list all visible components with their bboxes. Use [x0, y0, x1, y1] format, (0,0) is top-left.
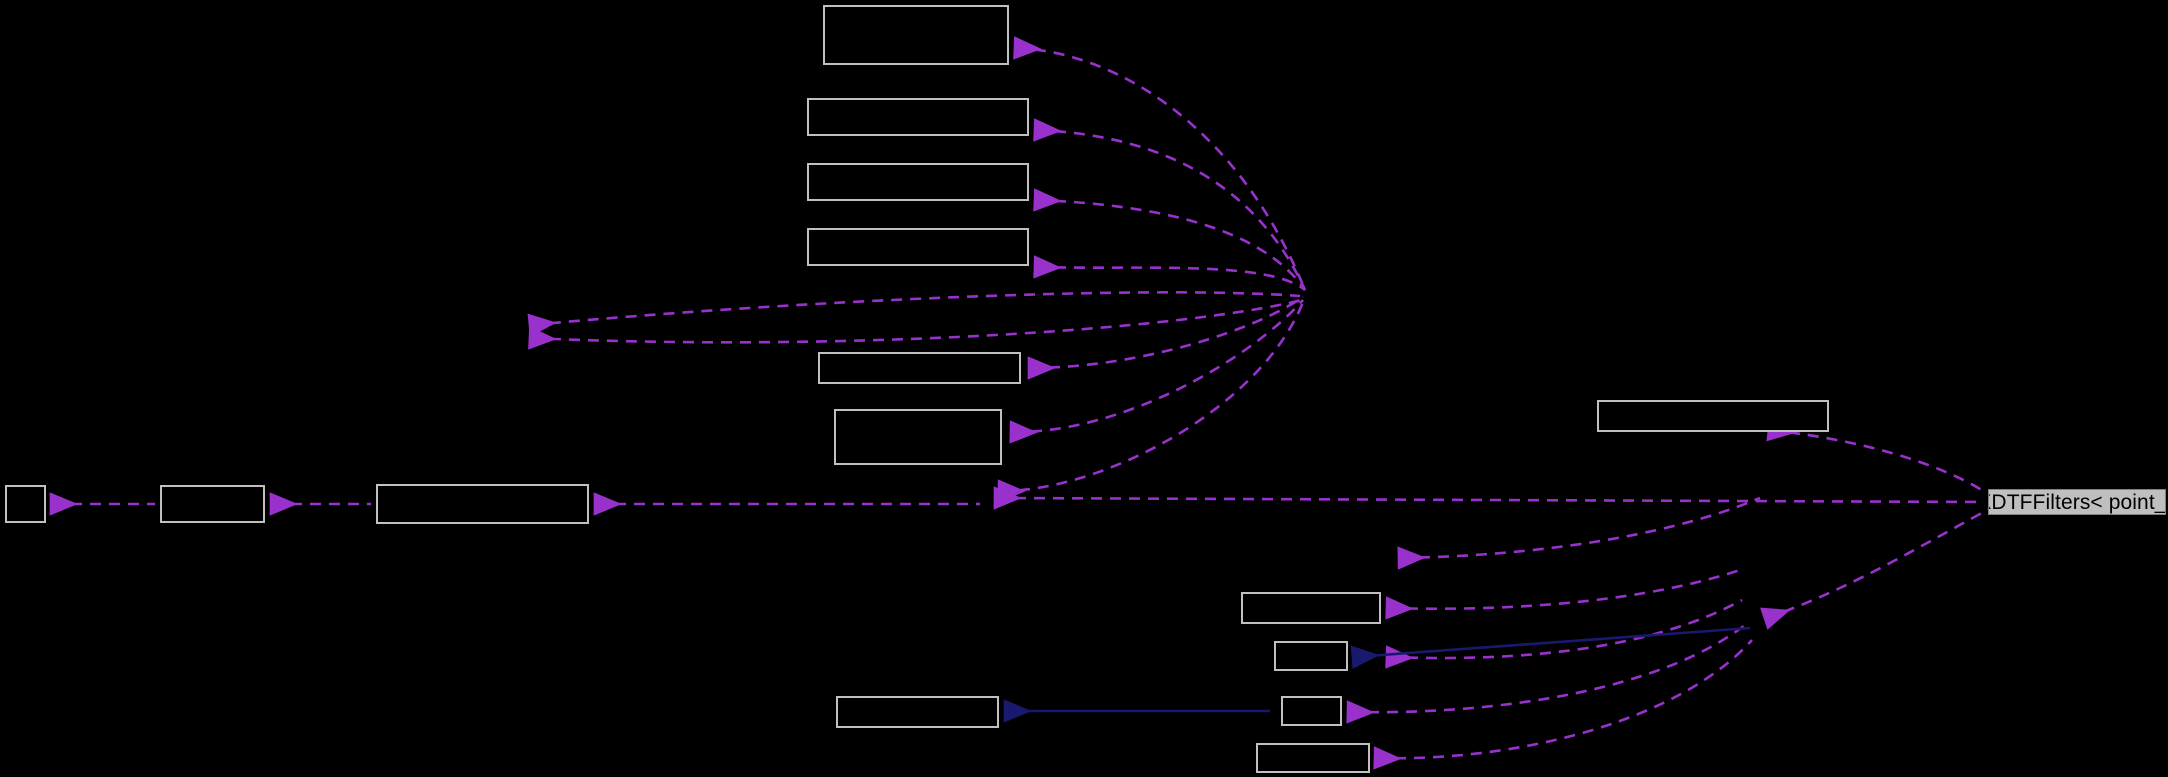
- graph-node-mid-1[interactable]: [818, 352, 1021, 384]
- graph-node-top-4[interactable]: [807, 228, 1029, 266]
- graph-node-left-medium[interactable]: [160, 485, 265, 523]
- graph-node-bot-1[interactable]: [1241, 592, 1381, 624]
- graph-node-bot-left[interactable]: [836, 696, 999, 728]
- graph-node-left-wide[interactable]: [376, 484, 589, 524]
- graph-node-top-3[interactable]: [807, 163, 1029, 201]
- graph-node-top-2[interactable]: [807, 98, 1029, 136]
- inheritance-edges: [1003, 626, 1751, 723]
- graph-node-bot-3[interactable]: [1281, 696, 1342, 726]
- graph-node-right-mid[interactable]: [1597, 400, 1829, 432]
- graph-node-left-small[interactable]: [5, 485, 46, 523]
- graph-node-bot-2[interactable]: [1274, 641, 1348, 671]
- graph-node-mid-2[interactable]: [834, 409, 1002, 465]
- graph-node-top-1[interactable]: [823, 5, 1009, 65]
- graph-node-root-vxdtffilters[interactable]: VXDTFFilters< point_t >: [1988, 489, 2166, 515]
- graph-node-bot-4[interactable]: [1256, 743, 1370, 773]
- root-node-label: VXDTFFilters< point_t >: [1989, 490, 2166, 514]
